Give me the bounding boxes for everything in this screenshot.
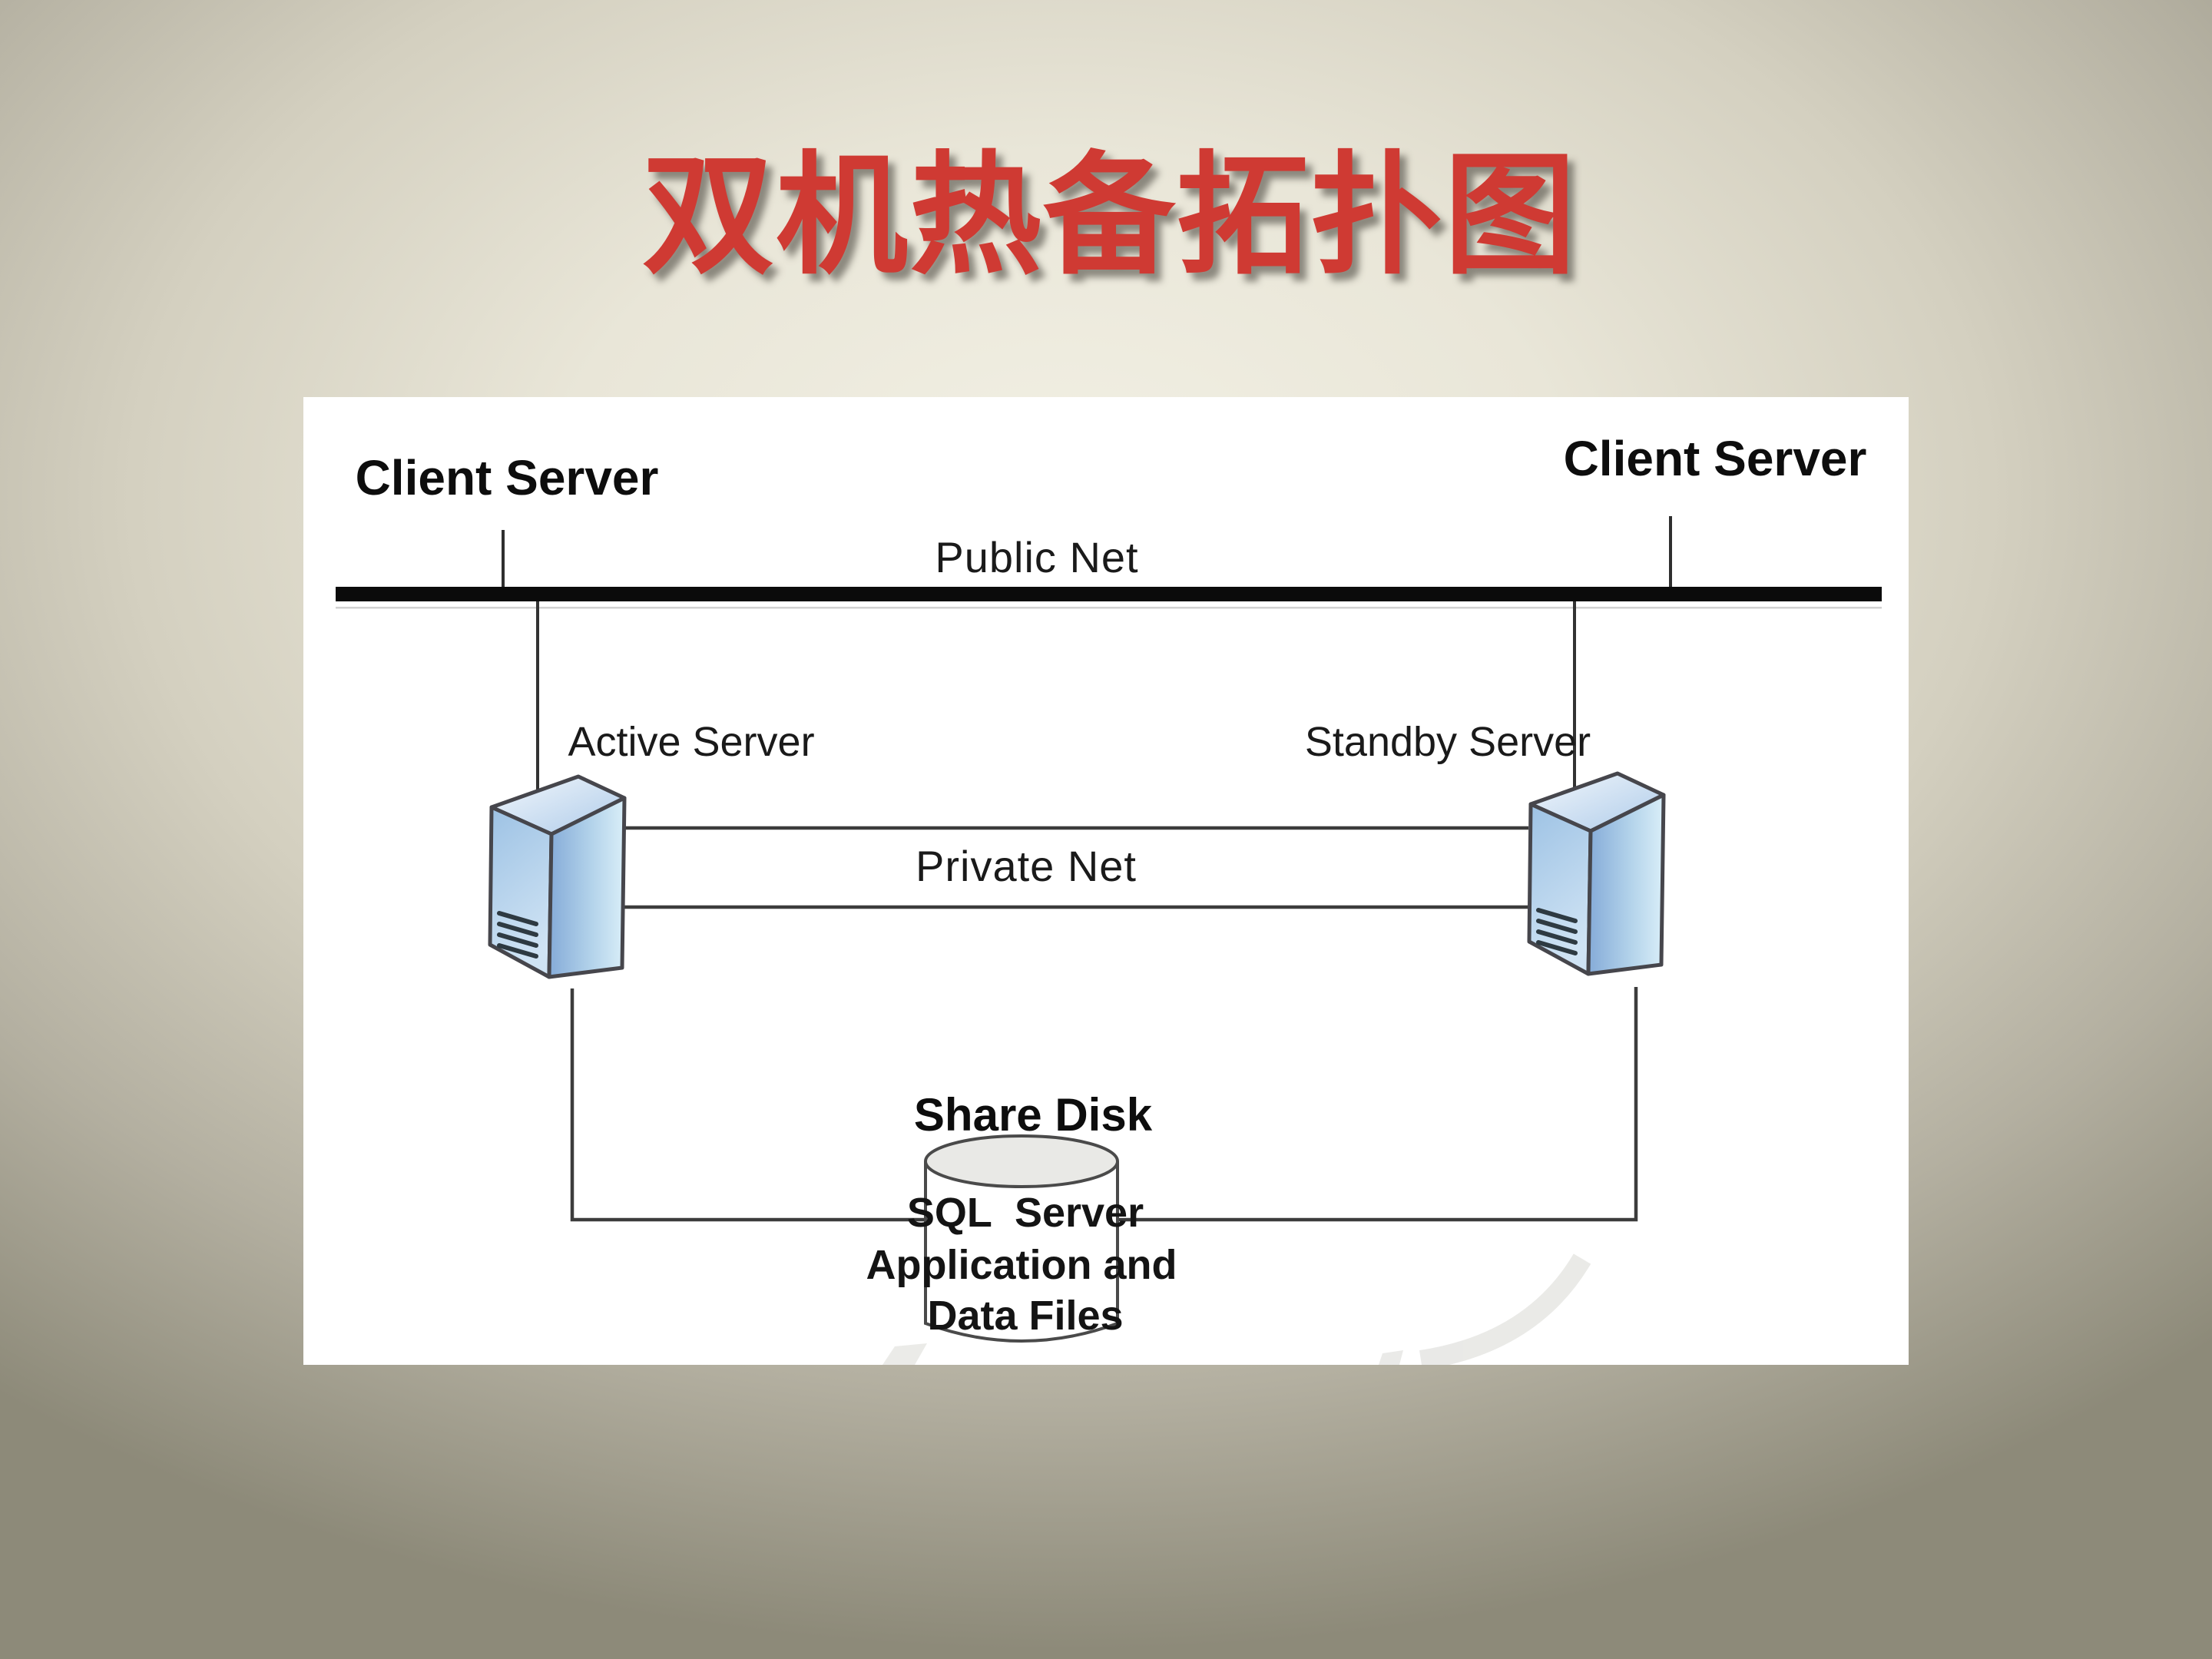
topology-diagram-panel: Client Server Client Server Public Net A… (303, 397, 1909, 1365)
public-net-bus-shadow (336, 607, 1882, 609)
share-disk-text-line2: Application and (866, 1242, 1177, 1288)
topology-diagram-drawing (336, 516, 1882, 1365)
share-disk-cylinder-icon (924, 1134, 1119, 1343)
public-net-bus-line (336, 587, 1882, 601)
active-server-label: Active Server (568, 719, 815, 765)
active-server-icon (490, 777, 624, 977)
client-server-right-label: Client Server (1563, 431, 1867, 486)
slide-title: 双机热备拓扑图 (642, 137, 1578, 293)
private-net-label: Private Net (916, 842, 1137, 890)
standby-server-icon (1529, 773, 1664, 974)
client-server-left-label: Client Server (355, 450, 659, 505)
share-disk-text-line1: SQL Server (906, 1190, 1144, 1236)
standby-server-label: Standby Server (1304, 719, 1591, 765)
share-disk-text-line3: Data Files (927, 1293, 1124, 1339)
watermark-swoosh (882, 1253, 1591, 1365)
share-disk-label: Share Disk (913, 1089, 1153, 1141)
public-net-label: Public Net (935, 533, 1139, 581)
